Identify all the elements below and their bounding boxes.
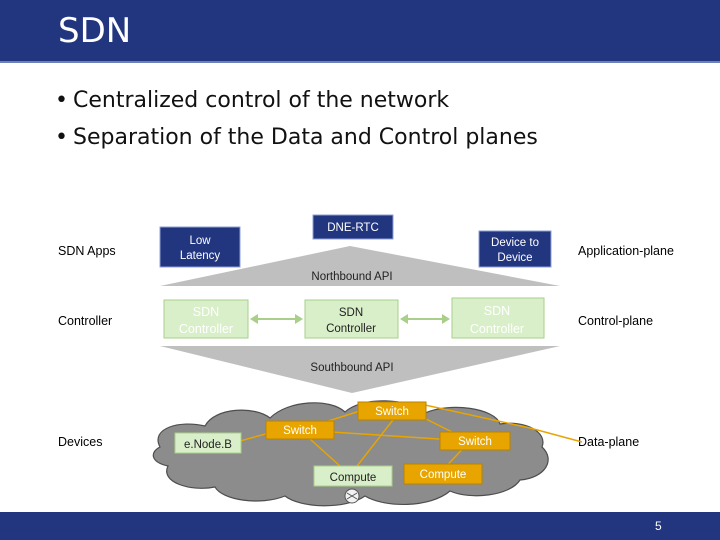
northbound-api-band [160,246,560,286]
southbound-api-label: Southbound API [310,362,393,374]
device-switch-left-label: Switch [283,425,317,437]
slide-title: SDN [58,11,132,51]
device-compute-right-label: Compute [420,469,467,481]
controller-box-left[interactable] [163,299,249,339]
controller-link-left [250,314,303,324]
device-switch-top[interactable] [357,401,427,421]
controller-left-line2: Controller [179,322,233,336]
plane-label-application: Application-plane [578,244,674,258]
device-compute-right[interactable] [403,463,483,485]
controller-box-right[interactable] [451,297,545,339]
app-low-latency-line2: Latency [180,250,221,262]
app-box-low-latency[interactable] [159,226,241,268]
device-enodeb[interactable] [174,432,242,454]
bullet-text: Separation of the Data and Control plane… [73,125,538,150]
footer-bar [0,512,720,540]
controller-center-line2: Controller [326,323,376,335]
layer-label-controller: Controller [58,314,113,328]
bullet-dot-icon: • [55,125,68,150]
controller-right-line2: Controller [470,322,524,336]
app-box-dne-rtc[interactable] [312,214,394,240]
layer-label-sdn-apps: SDN Apps [58,244,116,258]
bullet-list: •Centralized control of the network •Sep… [55,82,538,156]
bullet-dot-icon: • [55,88,68,113]
device-switch-right-label: Switch [458,436,492,448]
controller-left-line1: SDN [193,305,219,319]
controller-link-right [400,314,450,324]
title-bar [0,0,720,63]
controller-box-center[interactable] [304,299,399,339]
app-dne-rtc-label: DNE-RTC [327,222,379,234]
southbound-api-band [160,346,560,393]
device-switch-right[interactable] [439,431,511,451]
controller-right-line1: SDN [484,304,510,318]
device-switch-left[interactable] [265,420,335,440]
bullet-item: •Centralized control of the network [55,82,538,119]
northbound-api-label: Northbound API [311,271,392,283]
layer-label-devices: Devices [58,435,103,449]
plane-label-data: Data-plane [578,435,640,449]
device-switch-top-label: Switch [375,406,409,418]
app-box-device-to-device[interactable] [478,230,552,268]
device-compute-left-label: Compute [330,472,377,484]
app-low-latency-line1: Low [189,235,211,247]
router-icon [344,488,360,504]
page-number: 5 [655,519,662,533]
bullet-item: •Separation of the Data and Control plan… [55,119,538,156]
plane-label-control: Control-plane [578,314,654,328]
app-d2d-line1: Device to [491,237,539,249]
device-compute-left[interactable] [313,465,393,487]
controller-center-line1: SDN [339,307,363,319]
device-enodeb-label: e.Node.B [184,439,232,451]
app-d2d-line2: Device [497,252,532,264]
bullet-text: Centralized control of the network [73,88,450,113]
